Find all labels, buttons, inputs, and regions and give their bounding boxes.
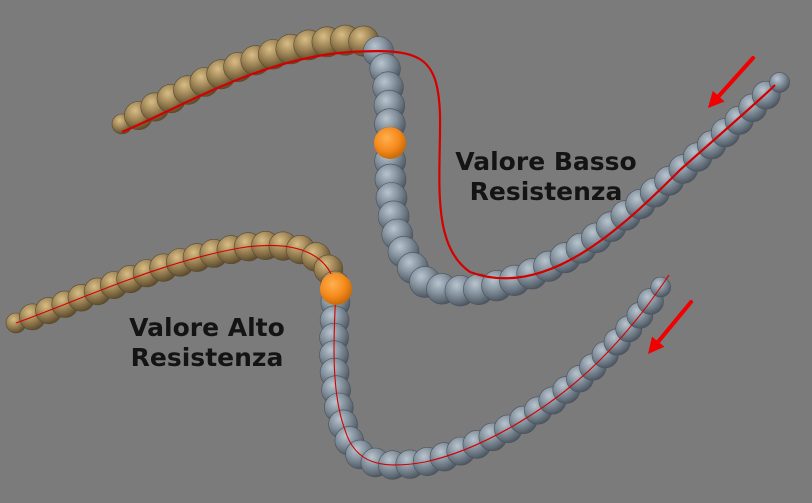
gray-bead — [769, 72, 790, 93]
red-arrow-icon — [708, 56, 755, 108]
upper-joint — [374, 127, 406, 159]
high-resistance-line2: Resistenza — [130, 343, 284, 372]
upper-rope-spline — [121, 49, 776, 280]
low-resistance-line1: Valore Basso — [455, 147, 637, 176]
arrow-shaft — [656, 300, 693, 344]
arrow-head — [708, 90, 725, 108]
arrow-shaft — [716, 56, 755, 99]
arrow-head — [648, 336, 665, 354]
high-resistance-label: Valore Alto Resistenza — [112, 313, 302, 373]
lower-joint — [320, 273, 352, 305]
high-resistance-line1: Valore Alto — [129, 313, 285, 342]
lower-rope-spline — [15, 245, 670, 466]
low-resistance-label: Valore Basso Resistenza — [436, 147, 656, 207]
red-arrow-icon — [648, 300, 693, 354]
low-resistance-line2: Resistenza — [469, 177, 623, 206]
direction-arrows — [648, 56, 755, 354]
joints — [320, 127, 406, 305]
